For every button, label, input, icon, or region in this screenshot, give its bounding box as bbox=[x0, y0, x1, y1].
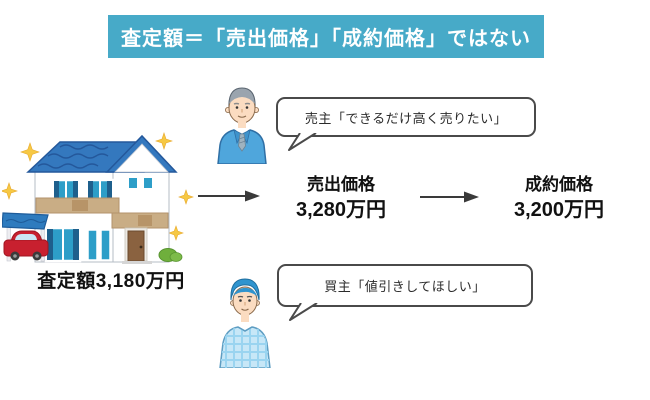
seller-speech-text: 売主「できるだけ高く売りたい」 bbox=[304, 110, 508, 126]
balcony-band-icon bbox=[35, 197, 169, 229]
contract-price-value: 3,200万円 bbox=[513, 199, 605, 221]
sparkle-star-icon bbox=[2, 132, 194, 241]
house-icon bbox=[26, 134, 183, 264]
speech-tail-icon bbox=[289, 303, 318, 321]
header-title: 査定額＝「売出価格」「成約価格」ではない bbox=[121, 28, 531, 50]
car-icon bbox=[3, 230, 49, 261]
arrow-house-to-listing-icon bbox=[198, 190, 260, 202]
roof-icon bbox=[26, 134, 178, 173]
listing-price-name: 売出価格 bbox=[307, 175, 375, 194]
contract-price-name: 成約価格 bbox=[525, 175, 593, 194]
seller-avatar-icon bbox=[217, 87, 267, 164]
seller-speech-bubble: 売主「できるだけ高く売りたい」 bbox=[276, 97, 536, 151]
arrow-listing-to-contract-icon bbox=[420, 191, 479, 203]
listing-price: 売出価格 3,280万円 bbox=[278, 173, 404, 224]
speech-tail-icon bbox=[288, 133, 317, 151]
buyer-avatar-icon bbox=[219, 278, 271, 368]
listing-price-value: 3,280万円 bbox=[295, 199, 387, 221]
buyer-speech-bubble: 買主「値引きしてほしい」 bbox=[277, 264, 533, 321]
buyer-speech-text: 買主「値引きしてほしい」 bbox=[324, 279, 486, 294]
header-banner: 査定額＝「売出価格」「成約価格」ではない bbox=[108, 15, 544, 58]
bush-icon bbox=[158, 248, 183, 262]
door-icon bbox=[122, 227, 152, 264]
small-window-icon bbox=[127, 176, 139, 190]
ground-window-icon bbox=[44, 226, 111, 263]
small-window-icon bbox=[142, 176, 154, 190]
contract-price: 成約価格 3,200万円 bbox=[495, 173, 623, 224]
house-illustration bbox=[2, 132, 194, 264]
appraisal-price-label: 査定額3,180万円 bbox=[37, 271, 185, 292]
